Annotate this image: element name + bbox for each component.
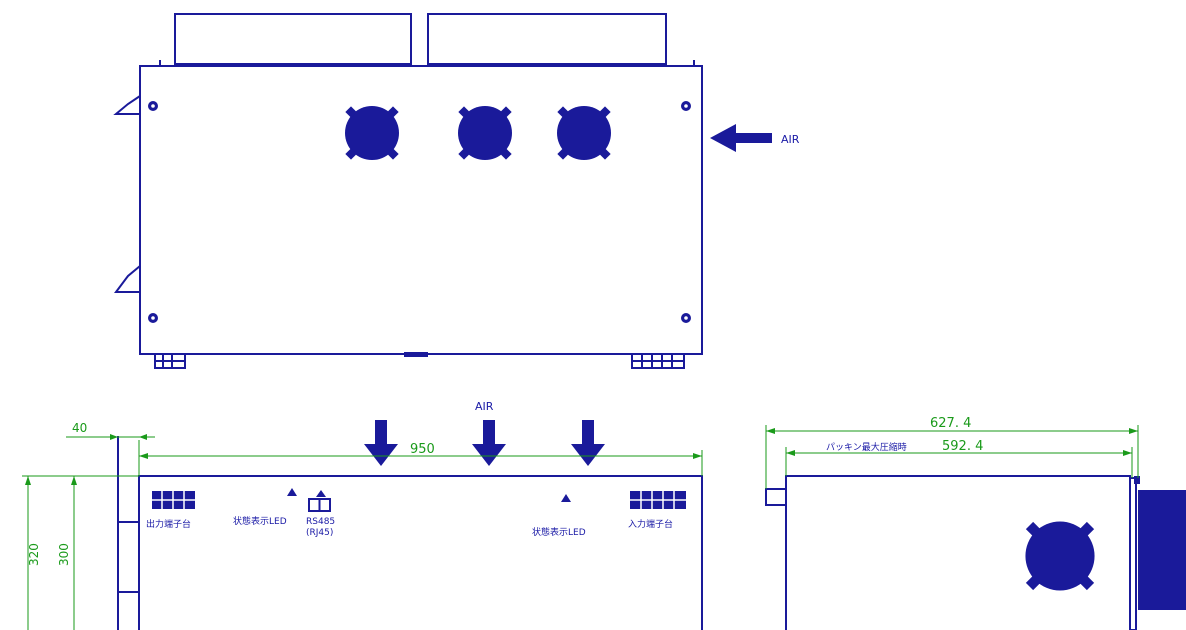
dim-packing-caption: パッキン最大圧縮時 xyxy=(826,441,907,453)
side-plate xyxy=(117,521,140,593)
rear-box-left xyxy=(174,13,412,65)
rs485-led-icon xyxy=(316,490,326,497)
fan-icon xyxy=(345,106,399,160)
terminal-block-input-icon xyxy=(630,491,686,509)
bracket-lower xyxy=(114,265,141,293)
dim-height-outer-label: 320 xyxy=(27,543,41,566)
screw-icon xyxy=(681,101,691,111)
terminal-block-output-icon xyxy=(152,491,195,509)
screw-icon xyxy=(148,101,158,111)
fan-icon xyxy=(557,106,611,160)
rear-box-right xyxy=(427,13,667,65)
dim-packing-label: 592. 4 xyxy=(942,439,983,454)
rs485-label: RS485 xyxy=(306,517,335,527)
terminal-input-label: 入力端子台 xyxy=(628,518,673,530)
status-led-right-icon xyxy=(561,494,571,502)
rs485-sub-label: (RJ45) xyxy=(306,528,333,538)
air-arrow-down-icon xyxy=(472,420,506,466)
top-view: AIR xyxy=(113,13,800,369)
air-arrow-down-icon xyxy=(571,420,605,466)
front-view-body xyxy=(138,475,703,630)
dim-width-label: 950 xyxy=(410,442,435,457)
top-view-body xyxy=(139,65,703,355)
status-led-left-label: 状態表示LED xyxy=(233,515,287,527)
foot-right xyxy=(631,353,685,369)
screw-icon xyxy=(681,313,691,323)
status-led-right-label: 状態表示LED xyxy=(532,526,586,538)
fan-icon xyxy=(1025,521,1095,591)
foot-left xyxy=(154,353,186,369)
dim-height-inner-label: 300 xyxy=(57,543,71,566)
dim-offset-label: 40 xyxy=(72,421,87,435)
rs485-port-icon xyxy=(308,498,331,512)
dim-depth-label: 627. 4 xyxy=(930,416,971,431)
side-view: 627. 4 パッキン最大圧縮時 592. 4 xyxy=(765,416,1186,630)
center-tab xyxy=(404,352,428,357)
status-led-left-icon xyxy=(287,488,297,496)
terminal-output-label: 出力端子台 xyxy=(146,518,191,530)
bracket-upper xyxy=(113,95,141,115)
air-arrow-left-icon xyxy=(710,124,772,152)
screw-icon xyxy=(148,313,158,323)
air-label-top: AIR xyxy=(781,133,800,146)
side-rear-box xyxy=(1138,490,1186,610)
air-label-front: AIR xyxy=(475,400,494,413)
air-arrow-down-icon xyxy=(364,420,398,466)
front-view: AIR 950 40 320 300 出力端子台 xyxy=(22,400,703,630)
fan-icon xyxy=(458,106,512,160)
side-connector xyxy=(765,488,787,506)
